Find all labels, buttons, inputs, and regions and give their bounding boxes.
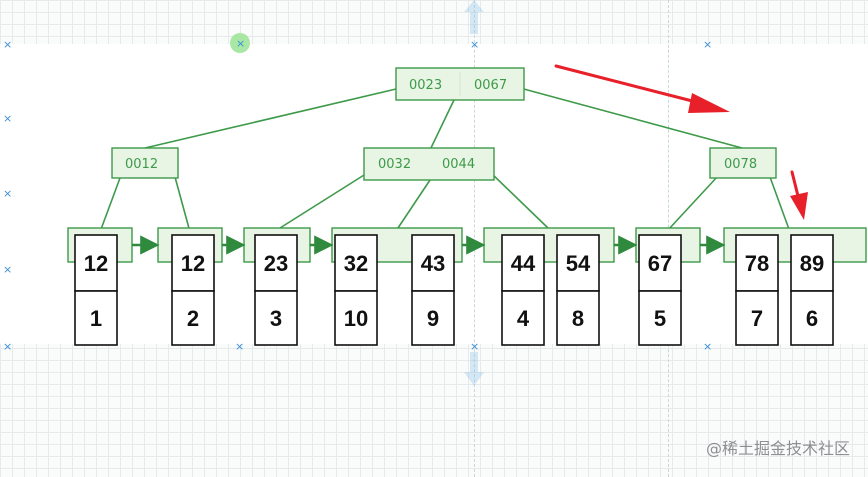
- leaf-key: 89: [800, 251, 824, 276]
- leaf-cell-column: 54 8: [556, 234, 600, 346]
- marker-x-icon: ×: [703, 340, 712, 353]
- value-cell: [254, 290, 298, 346]
- leaf-value: 8: [572, 306, 584, 331]
- key-cell: [638, 234, 682, 292]
- leaf-key: 78: [745, 251, 769, 276]
- key-cell: [74, 234, 118, 292]
- marker-x-icon: ×: [3, 187, 12, 200]
- value-cell: [501, 290, 545, 346]
- marker-x-icon: ×: [470, 340, 479, 353]
- leaf-value: 9: [427, 306, 439, 331]
- marker-x-icon: ×: [3, 263, 12, 276]
- internal-node-right[interactable]: 0078: [709, 147, 777, 179]
- value-cell: [638, 290, 682, 346]
- leaf-cell-column: 43 9: [411, 234, 455, 346]
- connection-markers: × × × × × × × × × ×: [3, 38, 712, 353]
- internal-node-right-key: 0078: [724, 157, 757, 172]
- root-key-right: 0067: [474, 78, 507, 93]
- leaf-key: 12: [84, 251, 108, 276]
- leaf-value: 10: [344, 306, 368, 331]
- marker-x-icon: ×: [470, 38, 479, 51]
- leaf-key: 67: [648, 251, 672, 276]
- key-cell: [556, 234, 600, 292]
- leaf-cell-column: 32 10: [334, 234, 378, 346]
- marker-x-icon: ×: [703, 38, 712, 51]
- value-cell: [74, 290, 118, 346]
- guide-arrow-down-icon: [464, 352, 484, 386]
- key-cell: [501, 234, 545, 292]
- value-cell: [735, 290, 779, 346]
- internal-node-center-key-left: 0032: [378, 157, 411, 172]
- watermark: @稀土掘金技术社区: [705, 439, 850, 458]
- leaf-cell-column: 89 6: [790, 234, 834, 346]
- root-key-left: 0023: [409, 78, 442, 93]
- red-annotation-arrow: [554, 64, 730, 113]
- value-cell: [790, 290, 834, 346]
- guide-arrow-up-icon: [464, 0, 484, 34]
- internal-node-left-key: 0012: [125, 157, 158, 172]
- value-cell: [411, 290, 455, 346]
- key-cell: [790, 234, 834, 292]
- value-cell: [556, 290, 600, 346]
- leaf-cell-column: 12 1: [74, 234, 118, 346]
- leaf-value: 5: [654, 306, 666, 331]
- leaf-cell-column: 78 7: [735, 234, 779, 346]
- leaf-cell-column: 12 2: [171, 234, 215, 346]
- leaf-value: 7: [751, 306, 763, 331]
- leaf-value: 2: [187, 306, 199, 331]
- selection-handle[interactable]: ×: [230, 33, 250, 53]
- value-cell: [334, 290, 378, 346]
- internal-node-center-key-right: 0044: [442, 157, 475, 172]
- internal-node-center[interactable]: 0032 0044: [363, 147, 495, 181]
- key-cell: [334, 234, 378, 292]
- marker-x-icon: ×: [3, 340, 12, 353]
- leaf-key: 54: [566, 251, 591, 276]
- leaf-value: 1: [90, 306, 102, 331]
- leaf-value: 3: [270, 306, 282, 331]
- key-cell: [171, 234, 215, 292]
- leaf-cell-column: 67 5: [638, 234, 682, 346]
- root-node[interactable]: 0023 0067: [395, 67, 525, 101]
- key-cell: [254, 234, 298, 292]
- leaf-value: 4: [517, 306, 530, 331]
- tree-edges: [99, 87, 791, 233]
- leaf-key: 44: [511, 251, 536, 276]
- leaf-value: 6: [806, 306, 818, 331]
- marker-x-icon: ×: [3, 38, 12, 51]
- marker-x-icon: ×: [235, 340, 244, 353]
- red-annotation-arrow: [790, 170, 808, 220]
- leaf-cell-column: 23 3: [254, 234, 298, 346]
- value-cell: [171, 290, 215, 346]
- leaf-key: 32: [344, 251, 368, 276]
- leaf-cell-column: 444: [501, 234, 545, 346]
- marker-x-icon: ×: [3, 112, 12, 125]
- internal-node-left[interactable]: 0012: [111, 147, 179, 179]
- leaf-key: 43: [421, 251, 445, 276]
- leaf-key: 23: [264, 251, 288, 276]
- svg-text:×: ×: [236, 37, 245, 50]
- leaf-key: 12: [181, 251, 205, 276]
